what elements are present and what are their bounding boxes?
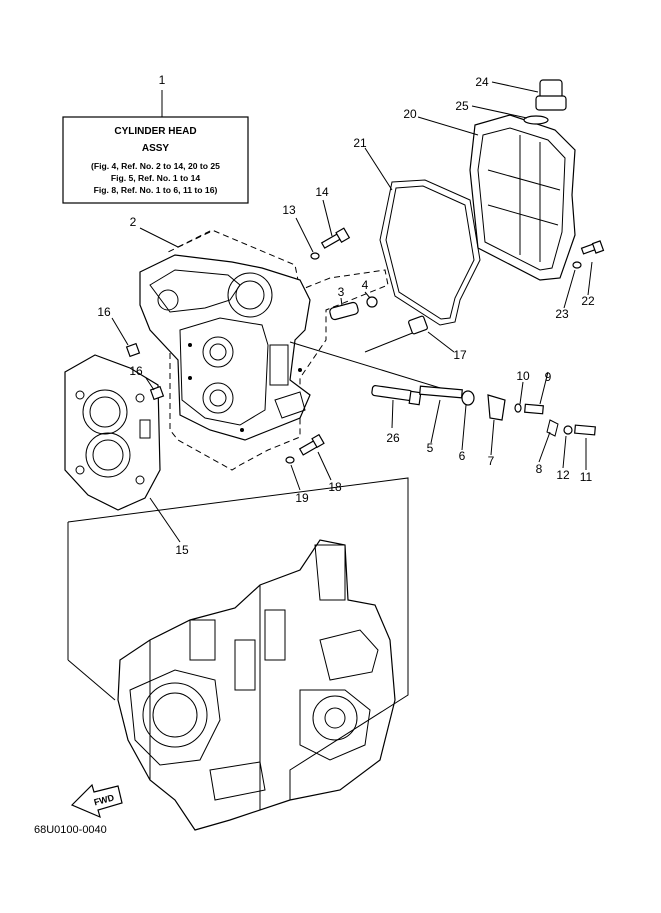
assembly-info-box: CYLINDER HEAD ASSY (Fig. 4, Ref. No. 2 t… — [62, 90, 249, 204]
assembly-ref-line: Fig. 8, Ref. No. 1 to 6, 11 to 16) — [94, 185, 218, 195]
bolt-14-part — [310, 227, 351, 260]
stud-bolt-part — [364, 315, 428, 353]
callout-4: 4 — [362, 278, 369, 292]
shaft-part — [289, 341, 506, 421]
spark-plug-part — [371, 385, 422, 406]
callout-22: 22 — [581, 294, 595, 308]
callout-24: 24 — [475, 75, 489, 89]
callout-2: 2 — [130, 215, 137, 229]
callout-13: 13 — [282, 203, 296, 217]
head-cover-part — [469, 114, 576, 281]
callout-5: 5 — [427, 441, 434, 455]
callout-19: 19 — [295, 491, 309, 505]
bolt-11-part — [546, 419, 596, 437]
callout-18: 18 — [328, 480, 342, 494]
cylinder-block-part — [117, 539, 396, 831]
callout-12: 12 — [556, 468, 570, 482]
callout-10: 10 — [516, 369, 530, 383]
leader-lines — [111, 81, 593, 543]
cylinder-head-part — [139, 254, 311, 441]
bolt-9-part — [514, 403, 544, 415]
filler-cap-part — [523, 79, 567, 125]
assembly-ref-line: (Fig. 4, Ref. No. 2 to 14, 20 to 25 — [91, 161, 220, 171]
head-gasket-part — [64, 354, 161, 511]
callout-3: 3 — [338, 285, 345, 299]
callout-14: 14 — [315, 185, 329, 199]
callout-6: 6 — [459, 449, 466, 463]
fwd-arrow-icon: FWD — [70, 783, 123, 819]
callout-23: 23 — [555, 307, 569, 321]
thermostat-part — [329, 296, 378, 321]
callout-16b: 16 — [129, 364, 143, 378]
assembly-ref-line: Fig. 5, Ref. No. 1 to 14 — [111, 173, 201, 183]
callout-7: 7 — [488, 454, 495, 468]
callout-21: 21 — [353, 136, 367, 150]
callout-25: 25 — [455, 99, 469, 113]
callout-16a: 16 — [97, 305, 111, 319]
callout-8: 8 — [536, 462, 543, 476]
callout-11: 11 — [580, 470, 593, 484]
cover-gasket-part — [379, 179, 481, 326]
callout-15: 15 — [175, 543, 189, 557]
callout-20: 20 — [403, 107, 417, 121]
bolt-18-part — [285, 433, 325, 464]
callout-numbers: 1 2 3 4 5 6 7 8 9 10 11 12 13 14 15 16 1… — [97, 73, 595, 557]
callout-26: 26 — [386, 431, 400, 445]
diagram-code: 68U0100-0040 — [34, 824, 107, 836]
callout-9: 9 — [545, 370, 552, 384]
callout-17: 17 — [453, 348, 467, 362]
callout-1: 1 — [159, 73, 166, 87]
assembly-title: CYLINDER HEAD — [114, 126, 196, 137]
assembly-subtitle: ASSY — [142, 143, 170, 154]
cover-bolt-part — [572, 240, 605, 269]
block-outline-frame — [67, 477, 409, 800]
